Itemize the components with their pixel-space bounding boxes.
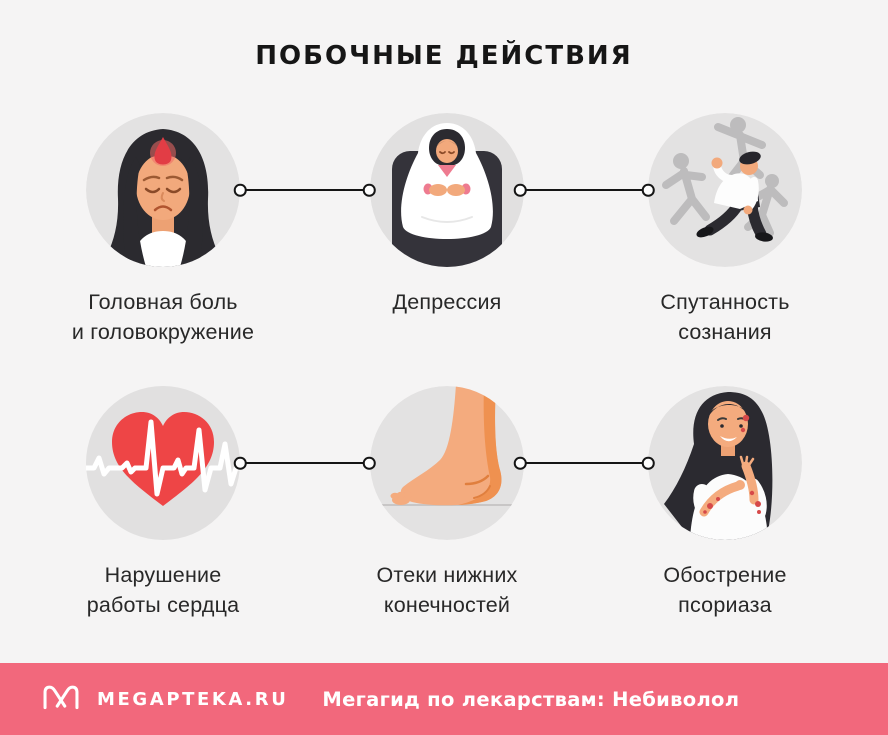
connector-dot [513,456,527,470]
connector-dot [641,456,655,470]
label-line: работы сердца [86,593,240,617]
connector-dot [233,183,247,197]
side-effect-label: Спутанность сознания [585,287,865,347]
label-line: Спутанность [660,290,790,314]
label-line: псориаза [678,593,772,617]
label-line: конечностей [383,593,511,617]
side-effect-label: Головная боль и головокружение [23,287,303,347]
connector-line [233,183,376,197]
megapteka-m-logo-icon [42,682,80,717]
side-effect-label: Отеки нижних конечностей [307,560,587,620]
label-line: Отеки нижних [376,563,518,587]
side-effect-item-depression: Депрессия [307,113,587,317]
connector-line [513,456,655,470]
psoriasis-woman-illustration [648,386,802,540]
label-line: и головокружение [71,320,255,344]
side-effect-label: Депрессия [307,287,587,317]
side-effect-item-heart: Нарушение работы сердца [23,386,303,620]
side-effect-item-psoriasis: Обострение псориаза [585,386,865,620]
connector-dot [362,456,376,470]
connector-dot [641,183,655,197]
headache-woman-illustration [86,113,240,267]
brand-name: MEGAPTEKA.RU [97,688,289,710]
label-line: Обострение [663,563,787,587]
label-line: Депрессия [392,290,502,314]
side-effect-label: Нарушение работы сердца [23,560,303,620]
footer-bar: MEGAPTEKA.RU Мегагид по лекарствам: Неби… [0,663,888,735]
label-line: Головная боль [88,290,238,314]
side-effect-item-edema: Отеки нижних конечностей [307,386,587,620]
label-line: Нарушение [104,563,222,587]
connector-line [233,456,376,470]
swollen-foot-illustration [370,386,524,540]
page-title: ПОБОЧНЫЕ ДЕЙСТВИЯ [255,41,633,71]
label-line: сознания [678,320,772,344]
depression-person-illustration [370,113,524,267]
connector-line [513,183,655,197]
side-effect-label: Обострение псориаза [585,560,865,620]
side-effect-item-headache: Головная боль и головокружение [23,113,303,347]
side-effect-item-confusion: Спутанность сознания [585,113,865,347]
confusion-man-illustration [648,113,802,267]
footer-caption: Мегагид по лекарствам: Небиволол [322,687,740,711]
connector-dot [233,456,247,470]
connector-dot [362,183,376,197]
heart-ecg-illustration [86,386,240,540]
connector-dot [513,183,527,197]
